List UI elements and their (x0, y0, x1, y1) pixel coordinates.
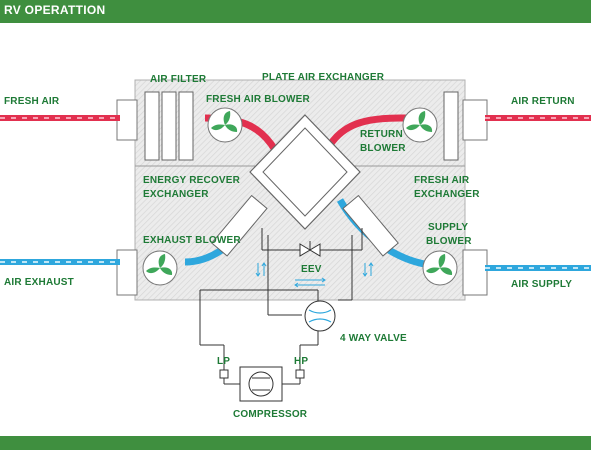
plate-air-exchanger-label: PLATE AIR EXCHANGER (262, 72, 385, 83)
fresh-air-blower-fan-icon (207, 107, 243, 143)
air-supply-outlet-box (462, 249, 488, 296)
air-exhaust-label: AIR EXHAUST (4, 277, 74, 288)
refrigerant-flow-arrow-icon (255, 262, 374, 288)
fresh-air-label: FRESH AIR (4, 96, 60, 107)
fresh-air-exchanger (342, 194, 399, 257)
air-filter-label: AIR FILTER (150, 74, 207, 85)
fresh-air-exchanger-label: FRESH AIR (414, 175, 470, 186)
fresh-air-blower-label: FRESH AIR BLOWER (206, 94, 311, 105)
lp-label: LP (217, 356, 230, 367)
hp-label: HP (294, 356, 308, 367)
supply-blower-fan-icon (422, 250, 458, 286)
page-title: RV OPERATTION (4, 3, 106, 17)
fresh-air-exchanger-label: EXCHANGER (414, 189, 480, 200)
energy-recover-exchanger (211, 194, 268, 257)
plate-air-exchanger (249, 114, 361, 230)
air-return-inlet-box (462, 99, 488, 141)
exhaust-blower-fan-icon (142, 250, 178, 286)
return-blower-label: RETURN (360, 129, 403, 140)
air-return-flow (327, 114, 591, 148)
eev-label: EEV (301, 264, 322, 275)
air-exhaust-outlet-box (116, 249, 138, 296)
four-way-valve-icon (304, 300, 336, 332)
eev-valve-icon (299, 241, 321, 257)
refrigerant-circuit (199, 228, 363, 385)
air-filter (144, 91, 194, 161)
energy-recover-label: EXCHANGER (143, 189, 209, 200)
supply-blower-label: SUPPLY (428, 222, 468, 233)
compressor-label: COMPRESSOR (233, 409, 308, 420)
exhaust-blower-label: EXHAUST BLOWER (143, 235, 241, 246)
compressor-icon (239, 366, 283, 402)
hp-sensor-icon (295, 369, 305, 379)
energy-recover-label: ENERGY RECOVER (143, 175, 241, 186)
footer-bar (0, 436, 591, 450)
return-blower-label: BLOWER (360, 143, 406, 154)
return-air-filter (443, 91, 459, 161)
four-way-valve-label: 4 WAY VALVE (340, 333, 407, 344)
lp-sensor-icon (219, 369, 229, 379)
header-bar: RV OPERATTION (0, 0, 591, 23)
air-supply-label: AIR SUPPLY (511, 279, 572, 290)
air-return-label: AIR RETURN (511, 96, 575, 107)
supply-blower-label: BLOWER (426, 236, 472, 247)
return-blower-fan-icon (402, 107, 438, 143)
